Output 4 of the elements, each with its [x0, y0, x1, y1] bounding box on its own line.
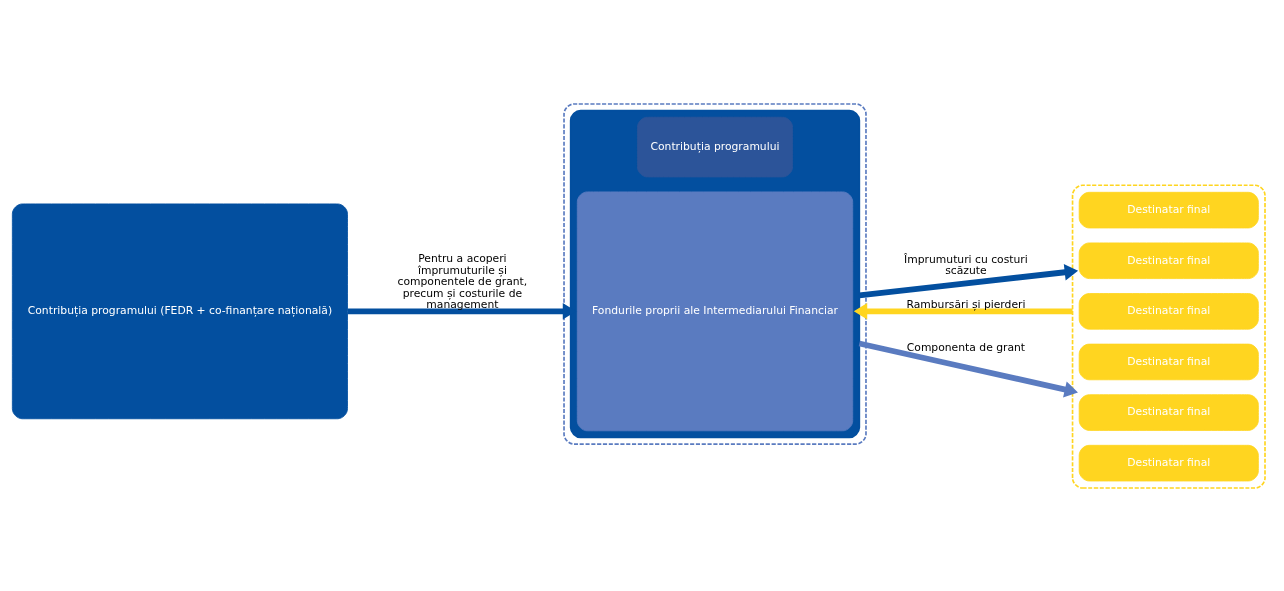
edge-label: Rambursări și pierderi: [906, 297, 1026, 311]
edge-label: Împrumuturi cu costuri scăzute: [904, 252, 1028, 277]
edge-label: Pentru a acoperi împrumuturile și componentele de grant, precum și costurile de management: [397, 251, 528, 311]
edge-label: Componenta de grant: [906, 340, 1026, 354]
